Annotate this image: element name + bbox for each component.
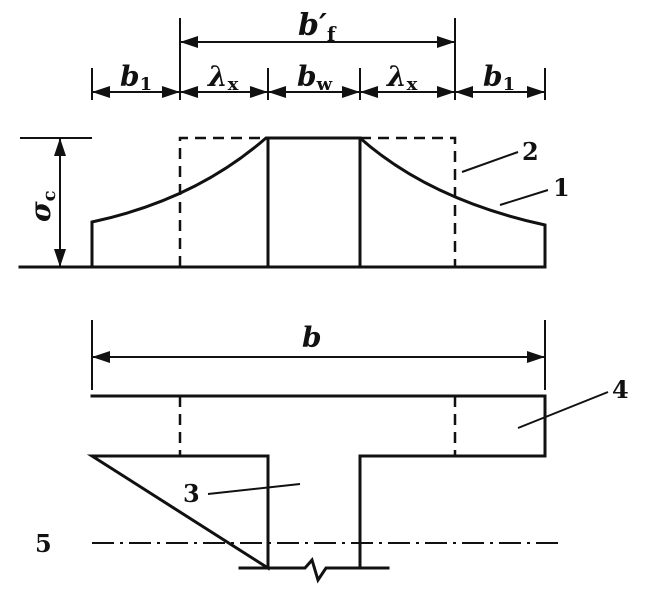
arrowhead — [180, 86, 198, 98]
callout-3: 3 — [183, 479, 200, 508]
label-b1-left: b1 — [120, 60, 152, 95]
label-b1-right: b1 — [483, 60, 515, 95]
label-stress: σc — [24, 190, 60, 222]
t-section — [86, 320, 562, 584]
equivalent-stress-left — [178, 136, 268, 267]
stress-distribution — [18, 136, 547, 269]
label-lambda-right: λx — [386, 60, 418, 95]
leader-line-1 — [499, 189, 549, 206]
label-effective-width: b′f — [298, 8, 337, 46]
actual-stress-curve — [90, 136, 547, 269]
callout-1: 1 — [553, 173, 570, 202]
leader-line-4 — [517, 391, 609, 429]
arrowhead — [527, 351, 545, 363]
label-section-width: b — [302, 321, 322, 354]
dimension-lines — [91, 18, 546, 100]
leader-line-2 — [461, 151, 519, 173]
arrowhead — [437, 36, 455, 48]
arrowhead — [455, 86, 473, 98]
callout-2: 2 — [522, 137, 539, 166]
arrowhead — [250, 86, 268, 98]
arrowhead — [92, 351, 110, 363]
arrowhead — [54, 249, 66, 267]
arrowhead — [54, 138, 66, 156]
arrowhead — [92, 86, 110, 98]
equivalent-stress-right — [360, 136, 457, 267]
break-line — [238, 556, 390, 584]
leader-line-3 — [207, 483, 301, 495]
arrowhead — [360, 86, 378, 98]
arrowhead — [162, 86, 180, 98]
arrowhead — [437, 86, 455, 98]
callout-5: 5 — [35, 529, 52, 558]
arrowhead — [268, 86, 286, 98]
arrowhead — [180, 36, 198, 48]
callout-4: 4 — [612, 375, 629, 404]
arrowhead — [527, 86, 545, 98]
arrowhead — [342, 86, 360, 98]
label-web-width: bw — [297, 60, 333, 95]
label-lambda-left: λx — [207, 60, 239, 95]
